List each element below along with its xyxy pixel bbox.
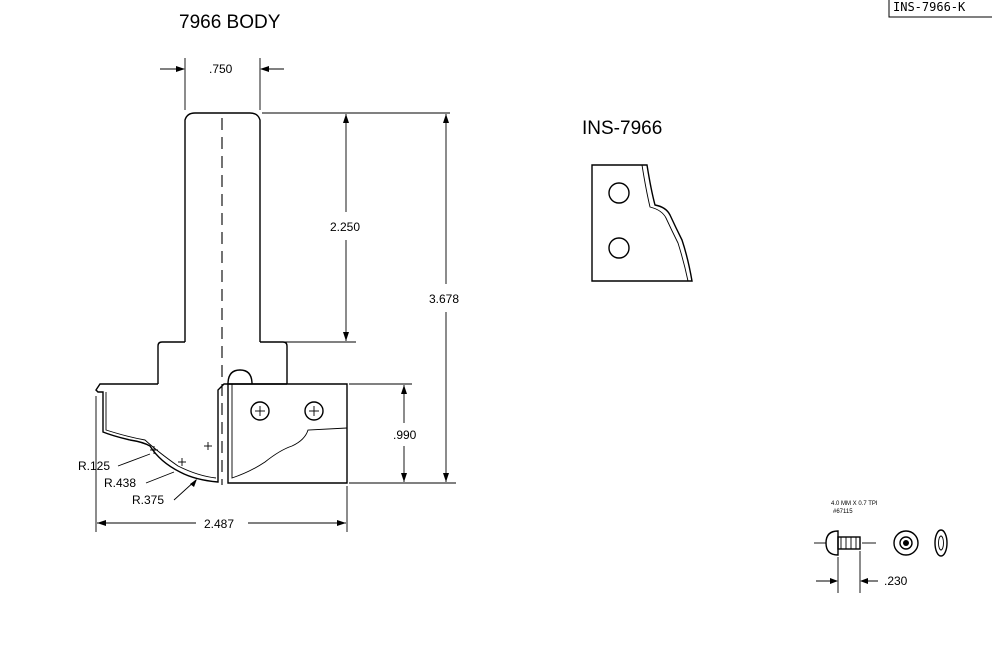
shank-outline [184, 112, 261, 342]
insert-edge [641, 164, 689, 282]
radius-mid-label: R.375 [132, 493, 164, 507]
centre-marks [150, 442, 212, 466]
shank-length-label: 2.250 [330, 220, 360, 234]
radius-large-label: R.438 [104, 476, 136, 490]
cutter-wing-outline [95, 383, 287, 483]
screw-edge-view [934, 529, 948, 557]
screw-shank [837, 536, 861, 550]
insert-hole-top [608, 182, 630, 204]
dim-shank-width: .750 [160, 58, 284, 110]
overall-length-label: 3.678 [429, 292, 459, 306]
cutter-body [95, 112, 348, 485]
insert-title: INS-7966 [582, 118, 662, 139]
screw-length-label: .230 [884, 574, 908, 588]
body-screw-left [250, 401, 270, 421]
screw-head [825, 530, 839, 556]
shank-width-label: .750 [209, 62, 233, 76]
dim-cut-height: .990 [349, 383, 417, 482]
dim-overall-length: 3.678 [349, 114, 459, 484]
insert-view [591, 164, 693, 282]
part-tag: INS-7966-K [888, 0, 992, 18]
screw-spec-label: 4.0 MM X 0.7 TPI [831, 501, 878, 507]
screw-part-number: #67115 [833, 509, 853, 515]
dim-cut-width: 2.487 [95, 396, 348, 532]
cut-height-label: .990 [393, 428, 417, 442]
body-screw-right [304, 401, 324, 421]
dim-shank-length: 2.250 [262, 112, 450, 343]
part-tag-label: INS-7966-K [893, 0, 966, 14]
body-title: 7966 BODY [179, 12, 281, 33]
body-insert-profile [231, 384, 348, 479]
radius-small-label: R.125 [78, 459, 110, 473]
screw-detail: 4.0 MM X 0.7 TPI #67115 .230 [814, 501, 948, 593]
cut-width-label: 2.487 [204, 517, 234, 531]
cutter-wing-inner [105, 392, 217, 479]
insert-hole-bottom [608, 237, 630, 259]
body-insert-face [227, 383, 348, 484]
insert-outline [591, 164, 693, 282]
screw-top-view [893, 530, 919, 556]
gullet-arc [227, 369, 253, 385]
dim-radii: R.125 R.438 R.375 [78, 453, 197, 507]
